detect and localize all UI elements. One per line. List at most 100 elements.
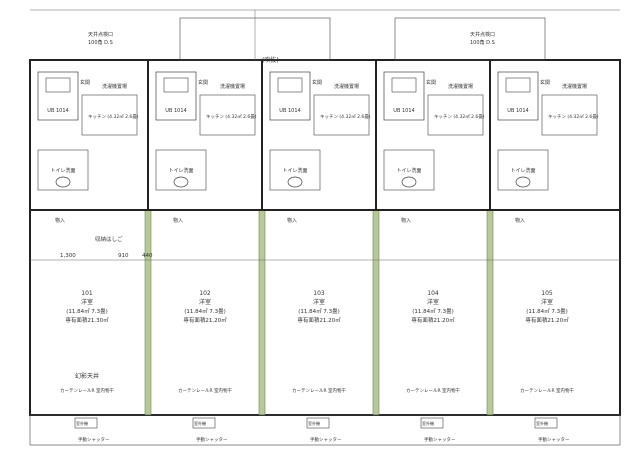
toilet-icon <box>515 176 531 188</box>
shutter-label: 手動シャッター <box>424 436 456 443</box>
bath-label: UB 1014 <box>47 108 68 114</box>
room-size: (11.84㎡ 7.3畳) <box>184 307 226 315</box>
light-label: 幻影天井 <box>75 372 99 380</box>
ds-label-2: 100角 D.S <box>470 39 495 46</box>
bath-unit <box>383 71 425 121</box>
bath-label: UB 1014 <box>165 108 186 114</box>
toilet-area <box>497 149 549 191</box>
outdoor-unit <box>74 417 98 429</box>
kitchen-label: キッチン (4.32㎡ 2.6畳) <box>206 113 257 120</box>
washroom-label: 洗濯機置場 <box>102 83 127 90</box>
bath-unit <box>155 71 197 121</box>
unit-dividers <box>147 60 491 415</box>
bath-label: UB 1014 <box>393 108 414 114</box>
ceiling-label-2: 天井点検口 <box>470 31 495 38</box>
dimension-2: 910 <box>118 253 129 259</box>
curtain-label: カーテンレールR 室内物干 <box>178 387 233 394</box>
room-number: 101 <box>81 290 93 297</box>
bathtub-icon <box>45 77 71 93</box>
entrance-label: 玄関 <box>198 79 208 86</box>
ds-label-1: 100角 D.S <box>88 39 113 46</box>
bathtub-icon <box>163 77 189 93</box>
kitchen-area <box>427 94 484 136</box>
washroom-label: 洗濯機置場 <box>334 83 359 90</box>
storage-ladder-label: 収納はしご <box>95 235 123 243</box>
outdoor-label: 室外機 <box>422 420 434 426</box>
washroom-label: 洗濯機置場 <box>220 83 245 90</box>
closet-label: 物入 <box>287 217 297 224</box>
entrance-label: 玄関 <box>312 79 322 86</box>
bath-unit <box>497 71 539 121</box>
bath-unit <box>37 71 79 121</box>
shutter-label: 手動シャッター <box>538 436 570 443</box>
kitchen-area <box>313 94 370 136</box>
outdoor-label: 室外機 <box>536 420 548 426</box>
dimension-3: 440 <box>142 253 153 259</box>
washroom-label: 洗濯機置場 <box>562 83 587 90</box>
toilet-icon <box>55 176 71 188</box>
outdoor-unit <box>534 417 558 429</box>
kitchen-label: キッチン (4.32㎡ 2.6畳) <box>548 113 599 120</box>
toilet-icon <box>401 176 417 188</box>
bathtub-icon <box>277 77 303 93</box>
bath-label: UB 1014 <box>507 108 528 114</box>
room-number: 104 <box>427 290 439 297</box>
toilet-label: トイレ洗面 <box>282 167 307 174</box>
dimension-1: 1,300 <box>60 253 76 259</box>
toilet-icon <box>173 176 189 188</box>
shutter-label: 手動シャッター <box>196 436 228 443</box>
room-name: 洋室 <box>427 298 439 306</box>
floor-area: 専有面積21.20㎡ <box>183 316 227 324</box>
room-size: (11.84㎡ 7.3畳) <box>412 307 454 315</box>
toilet-icon <box>287 176 303 188</box>
outdoor-unit <box>306 417 330 429</box>
floor-area: 専有面積21.20㎡ <box>525 316 569 324</box>
closet-label: 物入 <box>173 217 183 224</box>
closet-label: 物入 <box>515 217 525 224</box>
kitchen-label: キッチン (4.32㎡ 2.6畳) <box>320 113 371 120</box>
shutter-label: 手動シャッター <box>310 436 342 443</box>
room-name: 洋室 <box>199 298 211 306</box>
closet-label: 物入 <box>401 217 411 224</box>
top-entrance-area <box>30 9 620 61</box>
room-number: 103 <box>313 290 325 297</box>
ceiling-label-1: 天井点検口 <box>88 31 113 38</box>
kitchen-label: キッチン (4.32㎡ 2.6畳) <box>88 113 139 120</box>
room-size: (11.84㎡ 7.3畳) <box>526 307 568 315</box>
toilet-area <box>269 149 321 191</box>
toilet-label: トイレ洗面 <box>168 167 193 174</box>
curtain-label: カーテンレールR 室内物干 <box>406 387 461 394</box>
floor-area: 専有面積21.30㎡ <box>65 316 109 324</box>
entrance-label: 玄関 <box>80 79 90 86</box>
stair-label: (吹抜) <box>262 56 279 64</box>
bathtub-icon <box>505 77 531 93</box>
room-number: 105 <box>541 290 553 297</box>
closet-label: 物入 <box>55 217 65 224</box>
room-size: (11.84㎡ 7.3畳) <box>66 307 108 315</box>
washroom-label: 洗濯機置場 <box>448 83 473 90</box>
toilet-label: トイレ洗面 <box>510 167 535 174</box>
outdoor-unit <box>192 417 216 429</box>
toilet-area <box>383 149 435 191</box>
kitchen-area <box>199 94 256 136</box>
toilet-area <box>155 149 207 191</box>
bath-unit <box>269 71 311 121</box>
kitchen-area <box>541 94 598 136</box>
room-number: 102 <box>199 290 211 297</box>
entrance-label: 玄関 <box>540 79 550 86</box>
outdoor-label: 室外機 <box>194 420 206 426</box>
balcony <box>29 414 621 446</box>
outdoor-unit <box>420 417 444 429</box>
curtain-label: カーテンレールR 室内物干 <box>292 387 347 394</box>
curtain-label: カーテンレールR 室内物干 <box>60 387 115 394</box>
bathtub-icon <box>391 77 417 93</box>
outdoor-label: 室外機 <box>76 420 88 426</box>
floor-area: 専有面積21.20㎡ <box>297 316 341 324</box>
toilet-label: トイレ洗面 <box>50 167 75 174</box>
